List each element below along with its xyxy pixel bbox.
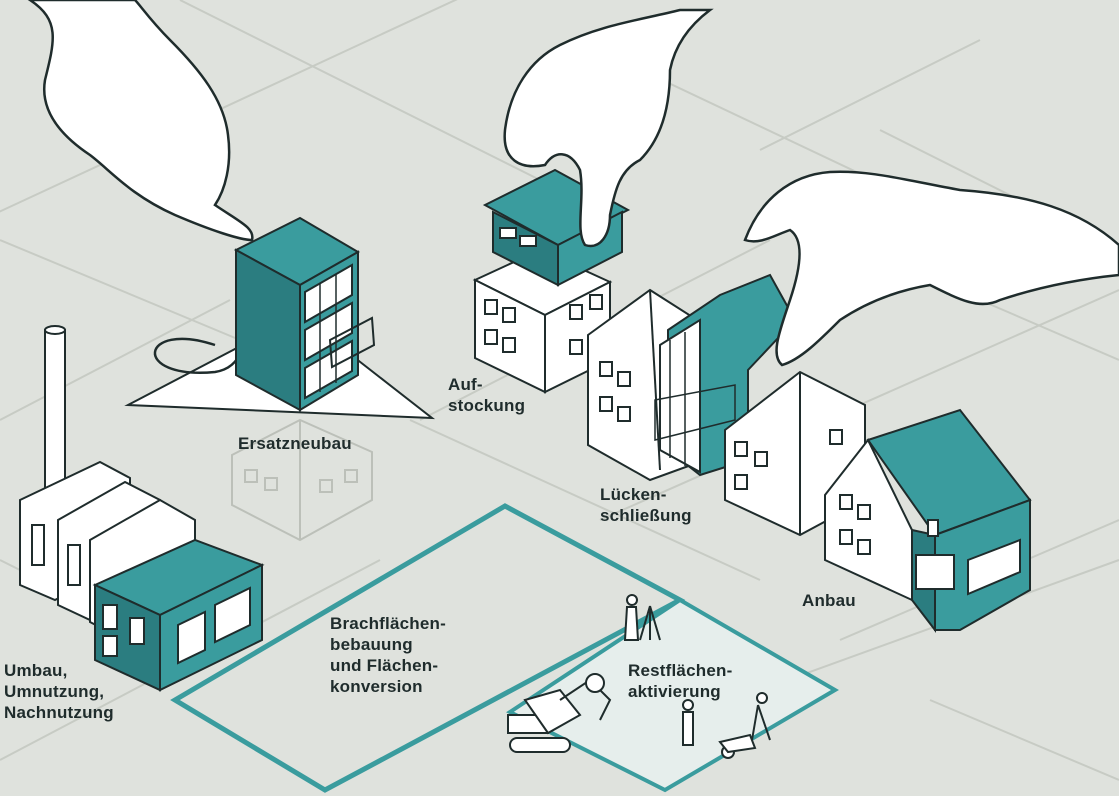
label-brachflaechen: Brachflächen- bebauung und Flächen- konv… bbox=[330, 614, 446, 696]
anbau-building bbox=[824, 408, 1032, 633]
construction-figures bbox=[507, 594, 771, 759]
ersatzneubau-building bbox=[233, 216, 376, 412]
label-restflaechen: Restflächen- aktivierung bbox=[628, 661, 733, 701]
ghost-house bbox=[231, 418, 373, 542]
label-lueckenschliessung: Lücken- schließung bbox=[600, 485, 692, 525]
label-aufstockung: Auf- stockung bbox=[448, 375, 526, 415]
label-anbau: Anbau bbox=[802, 591, 856, 610]
label-ersatzneubau: Ersatzneubau bbox=[238, 434, 352, 453]
restflaechen-area bbox=[506, 597, 839, 793]
hand-aufstockung bbox=[503, 8, 714, 248]
label-umbau: Umbau, Umnutzung, Nachnutzung bbox=[4, 661, 114, 722]
factory-building bbox=[19, 325, 265, 692]
hand-lueckenschliessung bbox=[743, 170, 1119, 367]
hand-ersatzneubau bbox=[27, 0, 254, 242]
